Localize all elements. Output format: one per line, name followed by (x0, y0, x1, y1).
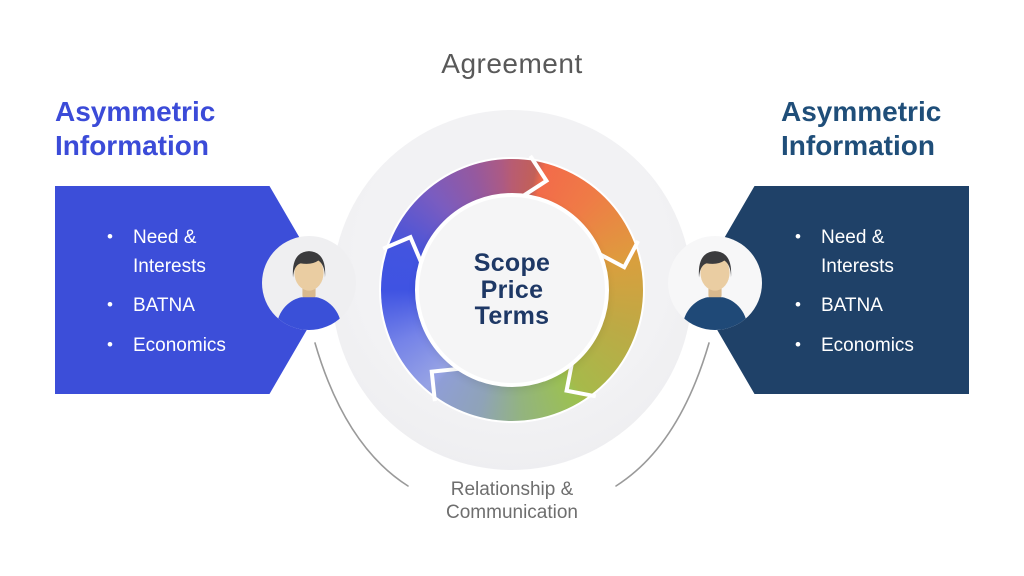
cycle-graphic: Scope Price Terms (332, 110, 692, 470)
person-icon (682, 251, 748, 330)
chevron-arrow-icon (564, 361, 597, 399)
bullet-dot: • (107, 227, 113, 246)
bullet-item: • BATNA (795, 292, 955, 321)
person-icon (276, 251, 342, 330)
bullet-text: BATNA (133, 295, 195, 316)
bullet-item: • Need & Interests (107, 224, 267, 281)
chevron-arrow-icon (597, 240, 640, 270)
bullet-text: BATNA (821, 295, 883, 316)
left-avatar (262, 236, 356, 330)
bullet-dot: • (795, 334, 801, 354)
bullet-dot: • (107, 295, 113, 314)
bullet-item: • Economics (107, 332, 267, 361)
bullet-text: Economics (821, 334, 914, 356)
right-avatar (668, 236, 762, 330)
chevron-arrow-icon (520, 154, 550, 199)
slide-title: Agreement (441, 48, 583, 79)
bullet-text: Need & Interests (133, 227, 206, 277)
center-label: Scope Price Terms (473, 248, 551, 331)
right-bullet-list: • Need & Interests • BATNA • Economics (694, 186, 969, 360)
right-heading: Asymmetric Information (781, 96, 942, 162)
bullet-item: • Need & Interests (795, 224, 955, 281)
bullet-dot: • (795, 227, 801, 246)
left-heading: Asymmetric Information (55, 96, 216, 162)
chevron-arrow-icon (429, 366, 462, 402)
bullet-text: Economics (133, 334, 226, 356)
left-bullet-list: • Need & Interests • BATNA • Economics (55, 186, 330, 360)
bullet-text: Need & Interests (821, 227, 894, 277)
bullet-item: • Economics (795, 332, 955, 361)
chevron-arrow-icon (382, 234, 424, 266)
chevron-arrow-icons (382, 154, 640, 402)
relationship-label: Relationship & Communication (446, 479, 578, 524)
inner-circle (415, 193, 609, 387)
bullet-dot: • (795, 295, 801, 314)
bullet-item: • BATNA (107, 292, 267, 321)
bullet-dot: • (107, 334, 113, 354)
